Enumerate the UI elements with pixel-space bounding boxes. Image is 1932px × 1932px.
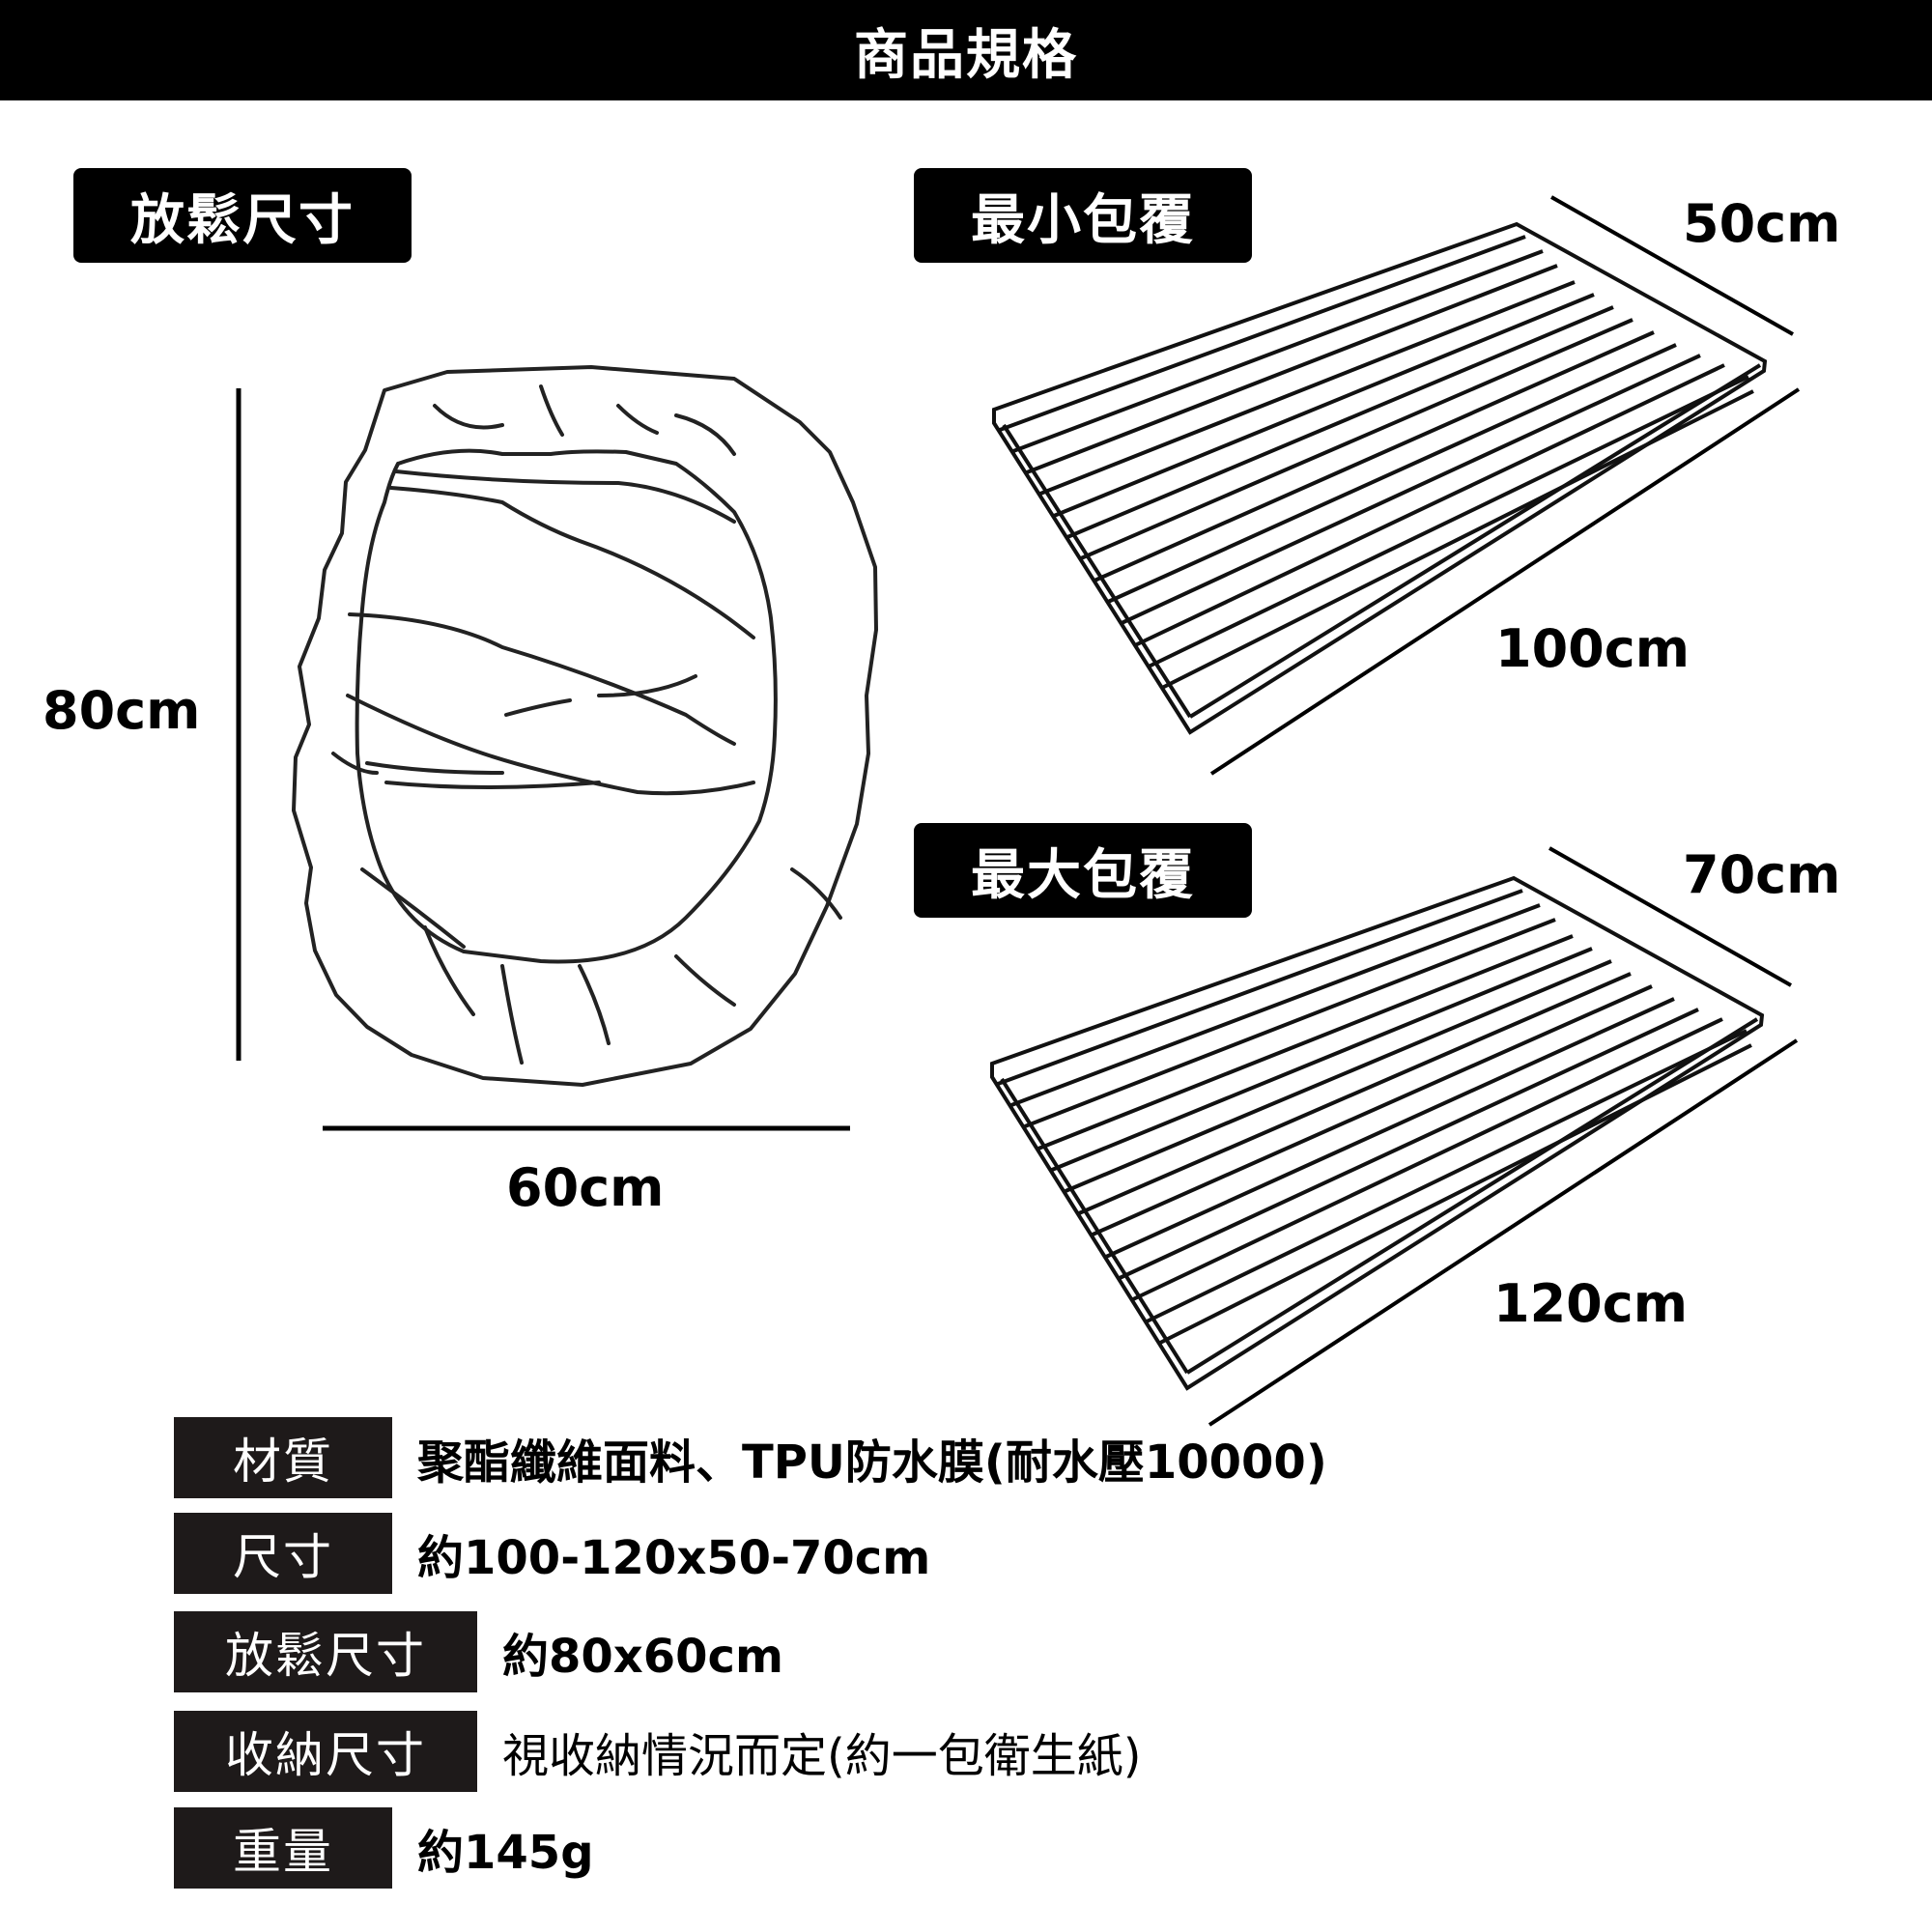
relaxed-dimension-lines	[236, 388, 850, 1131]
max-cover-dimension-lines	[1208, 846, 1799, 1427]
min-cover-tag: 最小包覆	[914, 168, 1252, 263]
spec-label: 材質	[174, 1417, 392, 1498]
spec-label: 放鬆尺寸	[174, 1611, 477, 1692]
spec-value: 視收納情況而定(約一包衛生紙)	[502, 1729, 1142, 1783]
max-cover-tag-label: 最大包覆	[971, 843, 1195, 907]
max-cover-tag: 最大包覆	[914, 823, 1252, 918]
page-title: 商品規格	[854, 23, 1078, 87]
spec-row-material: 材質 聚酯纖維面料、TPU防水膜(耐水壓10000)	[174, 1417, 1327, 1498]
max-cover-width-label: 70cm	[1683, 844, 1841, 905]
min-cover-length-label: 100cm	[1495, 618, 1690, 679]
relaxed-width-label: 60cm	[506, 1157, 665, 1218]
spec-value: 約100-120x50-70cm	[417, 1531, 931, 1585]
min-cover-width-label: 50cm	[1683, 193, 1841, 254]
min-cover-dimension-lines	[1209, 195, 1801, 776]
rain-cover-sketch-icon	[292, 365, 878, 1087]
spec-label: 尺寸	[174, 1513, 392, 1594]
spec-label: 收納尺寸	[174, 1711, 477, 1792]
spec-value: 約145g	[417, 1826, 594, 1880]
spec-value: 約80x60cm	[502, 1630, 784, 1684]
relaxed-height-label: 80cm	[43, 680, 201, 741]
spec-row-relaxed-size: 放鬆尺寸 約80x60cm	[174, 1611, 783, 1692]
spec-value: 聚酯纖維面料、TPU防水膜(耐水壓10000)	[417, 1435, 1327, 1490]
relaxed-size-tag-label: 放鬆尺寸	[130, 188, 355, 252]
header-bar: 商品規格	[0, 0, 1932, 100]
spec-row-size: 尺寸 約100-120x50-70cm	[174, 1513, 930, 1594]
spec-row-storage-size: 收納尺寸 視收納情況而定(約一包衛生紙)	[174, 1711, 1141, 1792]
max-cover-length-label: 120cm	[1493, 1273, 1688, 1334]
relaxed-size-tag: 放鬆尺寸	[73, 168, 412, 263]
spec-row-weight: 重量 約145g	[174, 1807, 594, 1889]
min-cover-tag-label: 最小包覆	[971, 188, 1195, 252]
spec-label: 重量	[174, 1807, 392, 1889]
